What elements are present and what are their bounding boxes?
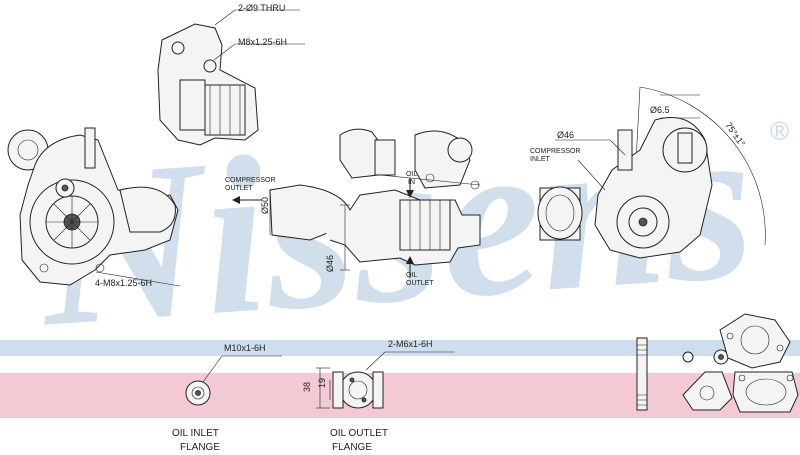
thru-holes-callout: 2-Ø9 THRU [238, 3, 285, 13]
compressor-inlet-label-2: INLET [530, 156, 551, 163]
actuator-bracket-view [157, 9, 305, 146]
oil-outlet-thread-callout: 2-M6x1-6H [388, 339, 433, 349]
dia-6-5-callout: Ø6.5 [650, 105, 670, 115]
dia-46-outlet-callout: Ø46 [325, 255, 335, 272]
oil-inlet-flange-drawing [185, 355, 282, 406]
registered-mark: ® [770, 116, 789, 146]
oil-outlet-label-1: OIL [406, 272, 417, 279]
oil-inlet-flange-label-1: OIL INLET [172, 428, 219, 439]
oil-outlet-flange-label-1: OIL OUTLET [330, 428, 388, 439]
oil-in-label-2: IN [408, 179, 415, 186]
oil-outlet-flange-label-2: FLANGE [332, 442, 372, 453]
exhaust-gasket-top-drawing [719, 313, 791, 369]
oil-outlet-flange-drawing [316, 351, 455, 409]
dia-50-callout: Ø50 [260, 197, 270, 214]
compressor-end-view [537, 86, 766, 259]
turbo-end-view [7, 127, 181, 287]
stud-bolt-drawing [636, 337, 648, 411]
dia-46-inlet-callout: Ø46 [557, 130, 574, 140]
left-thread-callout: 4-M8x1.25-6H [95, 278, 152, 288]
compressor-inlet-label-1: COMPRESSOR [530, 148, 581, 155]
compressor-outlet-label-1: COMPRESSOR [225, 177, 276, 184]
dim-19-callout: 19 [317, 378, 327, 388]
pink-band [0, 373, 800, 418]
small-gasket-drawing [682, 349, 729, 365]
oil-in-label-1: OIL [406, 171, 417, 178]
turbo-side-section [232, 128, 481, 278]
compressor-outlet-label-2: OUTLET [225, 185, 253, 192]
exhaust-flange-drawing [682, 371, 799, 413]
oil-outlet-label-2: OUTLET [406, 280, 434, 287]
blue-band [0, 340, 800, 356]
top-thread-callout: M8x1.25-6H [238, 37, 287, 47]
dim-38-callout: 38 [302, 382, 312, 392]
oil-inlet-flange-label-2: FLANGE [180, 442, 220, 453]
oil-inlet-thread-callout: M10x1-6H [224, 343, 266, 353]
